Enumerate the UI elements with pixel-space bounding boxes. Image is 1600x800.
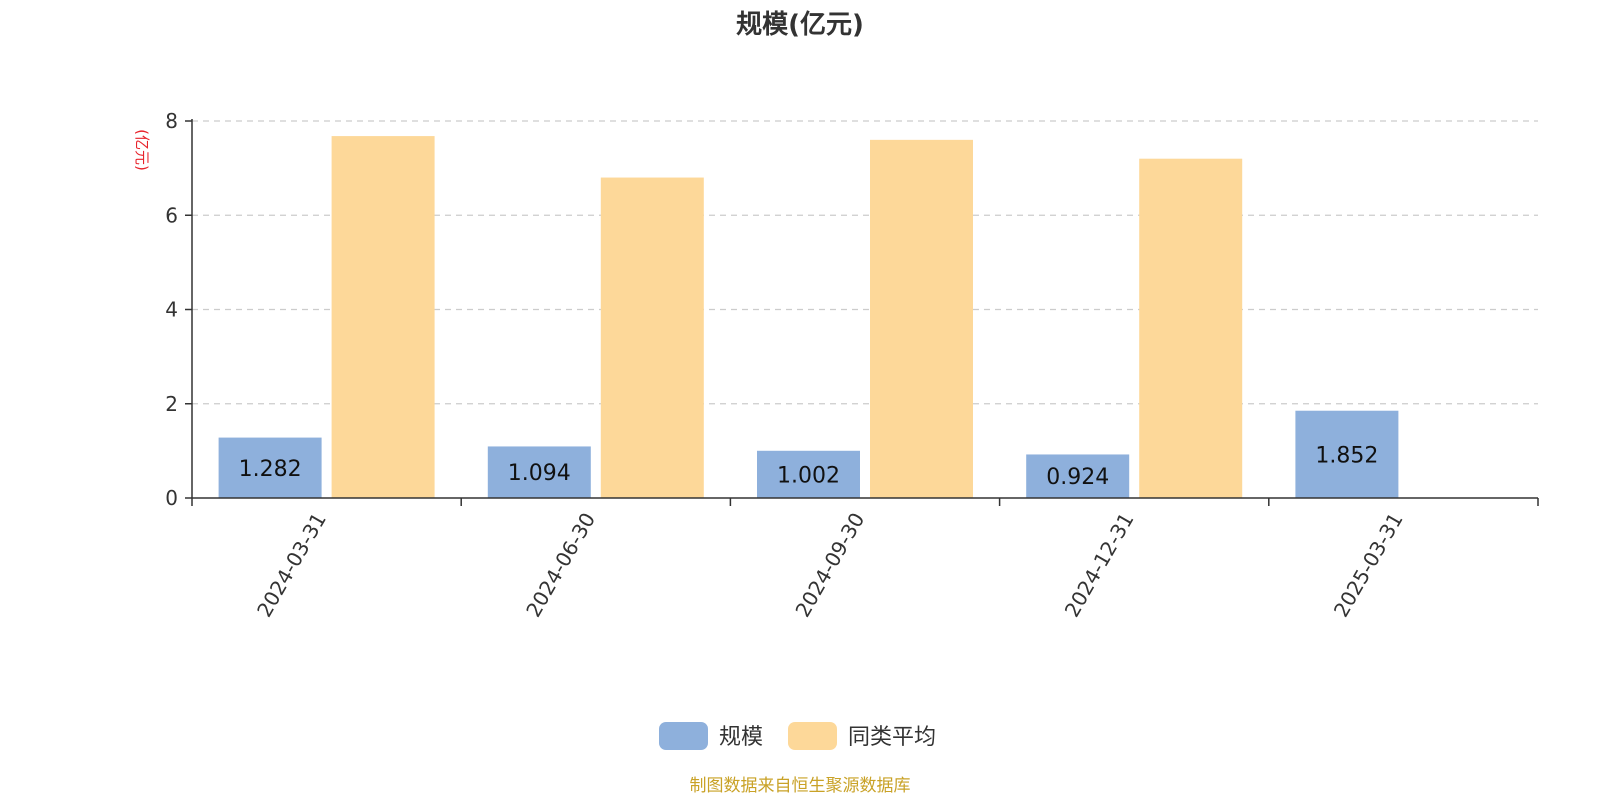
bar — [870, 139, 973, 498]
x-tick-label: 2024-09-30 — [790, 509, 869, 622]
legend: 规模 同类平均 — [659, 722, 936, 750]
bar — [487, 446, 591, 498]
bar-value-label: 1.852 — [1315, 443, 1378, 468]
bar-value-label: 0.924 — [1046, 465, 1109, 490]
y-tick-label: 0 — [165, 486, 178, 510]
y-tick-label: 8 — [165, 109, 178, 133]
legend-label: 规模 — [719, 725, 763, 750]
y-tick-label: 2 — [165, 392, 178, 416]
footer-source-note: 制图数据来自恒生聚源数据库 — [690, 776, 911, 796]
chart-title: 规模(亿元) — [736, 10, 864, 40]
y-axis-unit-label: (亿元) — [133, 129, 151, 171]
y-tick-label: 4 — [165, 298, 178, 322]
bar-value-label: 1.094 — [508, 461, 571, 486]
data-labels: 1.282 1.094 1.002 0.924 1.852 — [239, 443, 1379, 490]
x-tick-label: 2024-06-30 — [521, 509, 600, 622]
legend-swatch — [788, 722, 837, 750]
bar — [757, 450, 860, 498]
legend-swatch — [659, 722, 708, 750]
legend-label: 同类平均 — [848, 725, 936, 750]
x-tick-label: 2024-12-31 — [1060, 509, 1139, 622]
x-tick-label: 2024-03-31 — [252, 509, 331, 622]
bars — [218, 136, 1399, 499]
y-tick-label: 6 — [165, 203, 178, 227]
bar-value-label: 1.002 — [777, 463, 840, 488]
bar — [1139, 158, 1243, 498]
bar — [1295, 410, 1399, 498]
bar — [331, 136, 435, 498]
bar — [1026, 454, 1130, 498]
x-tick-label: 2025-03-31 — [1329, 509, 1408, 622]
bar — [600, 177, 704, 499]
bar-value-label: 1.282 — [239, 457, 302, 482]
bar — [218, 437, 322, 498]
